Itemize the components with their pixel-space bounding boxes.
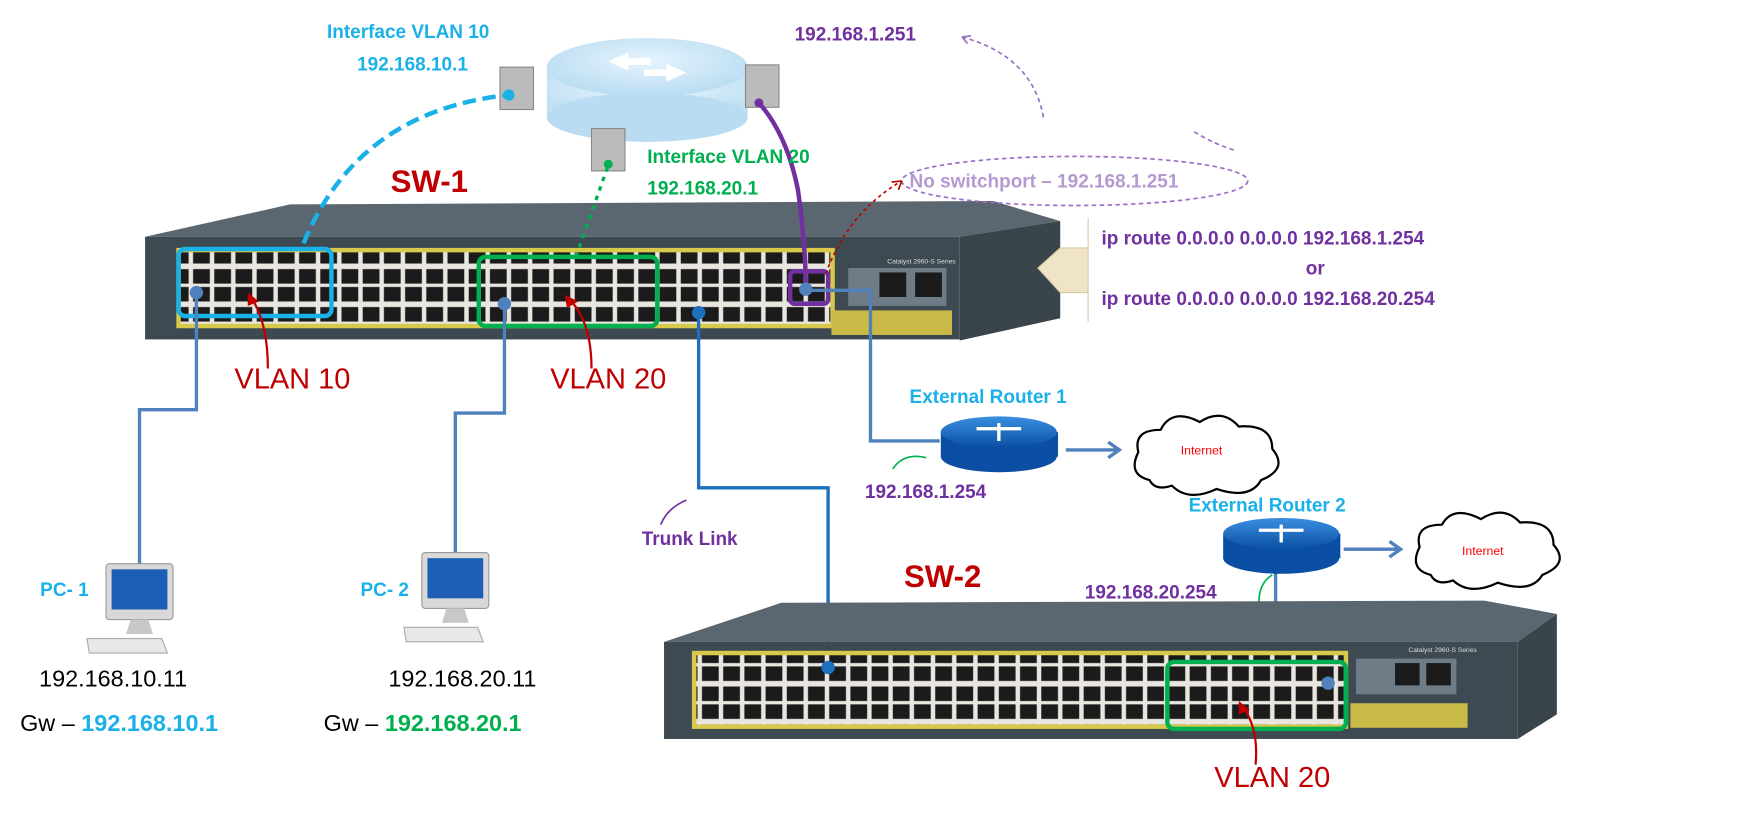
internet-cloud-1: Internet <box>1133 414 1280 496</box>
trunk-link-label: Trunk Link <box>642 529 738 550</box>
router1-ip: 192.168.1.254 <box>865 482 987 503</box>
sw1-model-label: Catalyst 2960-S Series <box>887 259 956 266</box>
routed-port-ip: 192.168.1.251 <box>795 24 917 45</box>
pc1-gateway: Gw – 192.168.10.1 <box>20 710 218 736</box>
static-route-or: or <box>1306 259 1326 280</box>
switch-sw1: Catalyst 2960-S Series <box>145 201 1061 341</box>
router2-ip: 192.168.20.254 <box>1085 582 1217 603</box>
svi10-title: Interface VLAN 10 <box>327 22 489 43</box>
sw2-model-label: Catalyst 2960-S Series <box>1408 647 1477 654</box>
router1-link <box>809 288 940 443</box>
routed-port-link <box>757 101 809 289</box>
svi20-title: Interface VLAN 20 <box>647 147 809 168</box>
routed-port <box>787 269 831 306</box>
svi10-link <box>301 92 509 245</box>
router2-name: External Router 2 <box>1189 495 1346 516</box>
sw2-vlan20-label: VLAN 20 <box>1214 762 1330 794</box>
trunk-link <box>696 312 830 668</box>
pc2-ip: 192.168.20.11 <box>388 666 536 692</box>
router1-icon <box>940 416 1058 473</box>
sw1-label: SW-1 <box>391 164 468 199</box>
pc2-name: PC- 2 <box>360 580 409 601</box>
vlan10-port-group <box>176 246 334 319</box>
switch-sw2: Catalyst 2960-S Series <box>664 600 1557 739</box>
pc1-link <box>137 292 199 564</box>
sw2-vlan20-port-group <box>1165 659 1349 732</box>
static-route-1: ip route 0.0.0.0 0.0.0.0 192.168.1.254 <box>1102 229 1425 250</box>
pc2-link <box>453 303 507 556</box>
internet-cloud-2: Internet <box>1414 511 1561 590</box>
internet-label-2: Internet <box>1462 544 1504 558</box>
svi10-ip: 192.168.10.1 <box>357 54 468 75</box>
router2-icon <box>1223 517 1341 574</box>
svi20-ip: 192.168.20.1 <box>647 178 758 199</box>
internet-label-1: Internet <box>1181 443 1223 457</box>
svi20-link <box>574 164 610 258</box>
vlan20-port-group <box>476 254 660 329</box>
router1-name: External Router 1 <box>910 387 1068 408</box>
sw2-label: SW-2 <box>904 559 981 594</box>
pc2-icon <box>403 552 490 643</box>
route-pointer-arrow <box>1037 217 1089 322</box>
pc1-icon <box>86 563 174 654</box>
pc1-ip: 192.168.10.11 <box>39 666 187 692</box>
no-switchport-note: No switchport – 192.168.1.251 <box>910 172 1179 193</box>
static-route-2: ip route 0.0.0.0 0.0.0.0 192.168.20.254 <box>1102 289 1436 310</box>
sw1-vlan20-label: VLAN 20 <box>550 364 666 396</box>
layer3-router-icon <box>499 38 780 172</box>
pc2-gateway: Gw – 192.168.20.1 <box>324 710 522 736</box>
sw1-vlan10-label: VLAN 10 <box>234 364 350 396</box>
pc1-name: PC- 1 <box>40 580 89 601</box>
